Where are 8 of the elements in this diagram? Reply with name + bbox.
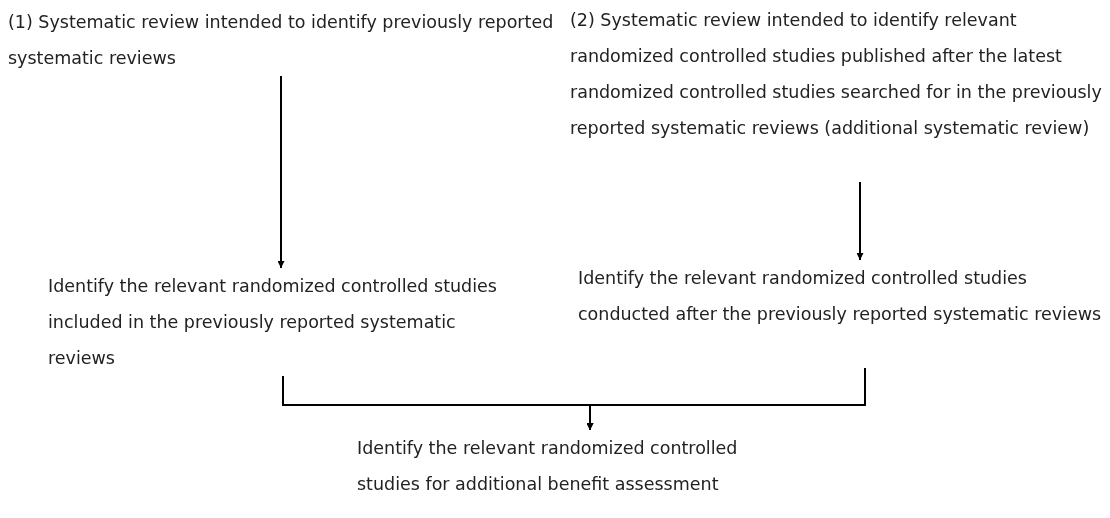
step-text: (2) Systematic review intended to identify relevant randomized controlled studies published after the latest randomized controlled studies searched for in the previously reported systematic reviews (additional systematic review) [570, 9, 1103, 140]
arrow [277, 75, 285, 269]
step-text: Identify the relevant randomized controlled studies included in the previously reported systematic reviews [48, 275, 498, 370]
step-text: (1) Systematic review intended to identify previously reported systematic reviews [8, 11, 555, 70]
arrow [856, 181, 864, 261]
arrow [586, 367, 866, 431]
step-text: Identify the relevant randomized controlled studies conducted after the previously reported systematic reviews [578, 267, 1103, 326]
step-text: Identify the relevant randomized controlled studies for additional benefit assessment [357, 437, 739, 496]
